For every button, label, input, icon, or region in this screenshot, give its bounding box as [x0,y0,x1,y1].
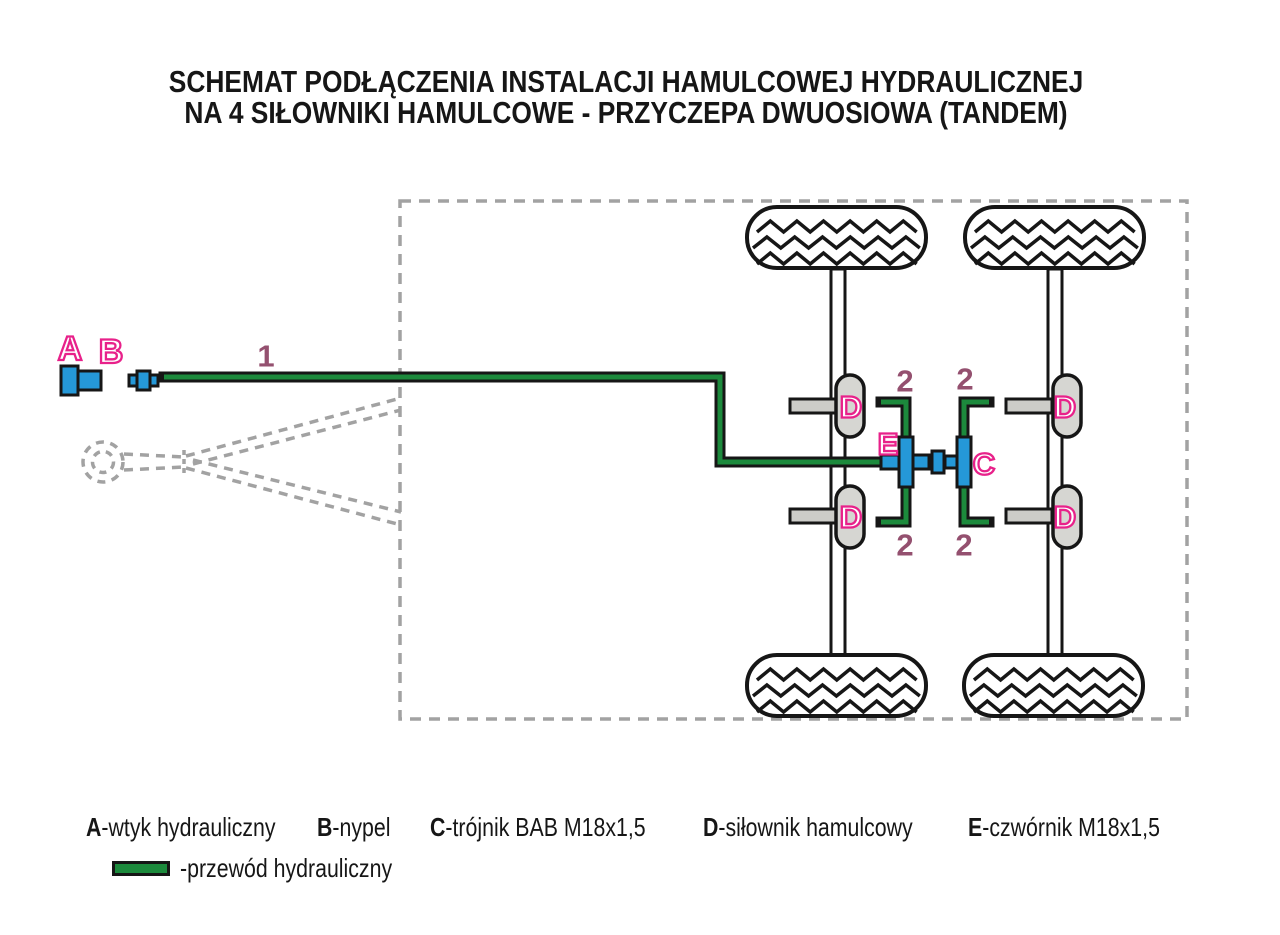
cross-fitting-e [879,435,931,489]
tee-fitting-c [930,435,973,489]
legend-text-hose: -przewód hydrauliczny [180,853,393,883]
legend-key-a: A [86,812,102,842]
legend-text-b: -nypel [332,812,391,842]
label-cylinder-front-lower: D [839,499,864,535]
legend-item-d: D-siłownik hamulcowy [703,812,913,843]
rod-rear-lower [1004,507,1054,525]
label-cylinder-front-upper: D [839,389,864,425]
drawbar [81,396,402,527]
label-nipple-b: B [98,333,125,371]
hose-main-line-1 [158,371,909,468]
tire-rear-left [963,205,1146,270]
legend-item-e: E-czwórnik M18x1,5 [968,812,1160,843]
page-title-line-2: NA 4 SIŁOWNIKI HAMULCOWE - PRZYCZEPA DWU… [184,95,1068,130]
hydraulic-plug-a [59,364,103,397]
hose-branch-bottom-right [958,479,995,528]
hose-branch-bottom-left [875,479,912,528]
rod-front-lower [788,507,838,525]
legend-key-e: E [968,812,983,842]
hose-color-swatch [112,861,170,876]
legend-key-b: B [317,812,333,842]
tire-front-left [745,205,928,270]
hose-branch-top-right [958,396,995,445]
legend-item-a: A-wtyk hydrauliczny [86,812,276,843]
tee-plug [930,449,946,475]
legend-text-a: -wtyk hydrauliczny [101,812,276,842]
legend-key-d: D [703,812,719,842]
hose-branch-top-left [875,396,912,445]
label-tee-c: C [972,446,997,482]
hitch-ring-outer [81,440,125,484]
label-line-2-bottom-right: 2 [955,527,973,563]
trailer-outline [398,199,1189,721]
tire-rear-right [962,653,1145,718]
legend-item-hose: -przewód hydrauliczny [180,853,392,884]
label-plug-a: A [57,330,84,368]
axle-rear [1046,267,1064,659]
rod-rear-upper [1004,397,1054,415]
legend-text-d: -siłownik hamulcowy [718,812,913,842]
tire-front-right [745,653,928,718]
hitch-ring-inner [90,449,116,475]
legend-text-c: -trójnik BAB M18x1,5 [445,812,646,842]
legend-key-c: C [430,812,446,842]
label-cylinder-rear-lower: D [1053,499,1078,535]
label-line-2-bottom-left: 2 [896,527,914,563]
label-line-2-top-right: 2 [956,361,974,397]
legend-item-b: B-nypel [317,812,390,843]
label-cylinder-rear-upper: D [1053,389,1078,425]
page-title-line-1: SCHEMAT PODŁĄCZENIA INSTALACJI HAMULCOWE… [168,64,1084,99]
nipple-b [127,369,160,392]
label-cross-e: E [877,426,900,462]
label-line-1: 1 [257,338,275,374]
legend-text-e: -czwórnik M18x1,5 [982,812,1160,842]
rod-front-upper [788,397,838,415]
legend-item-c: C-trójnik BAB M18x1,5 [430,812,646,843]
label-line-2-top-left: 2 [896,363,914,399]
